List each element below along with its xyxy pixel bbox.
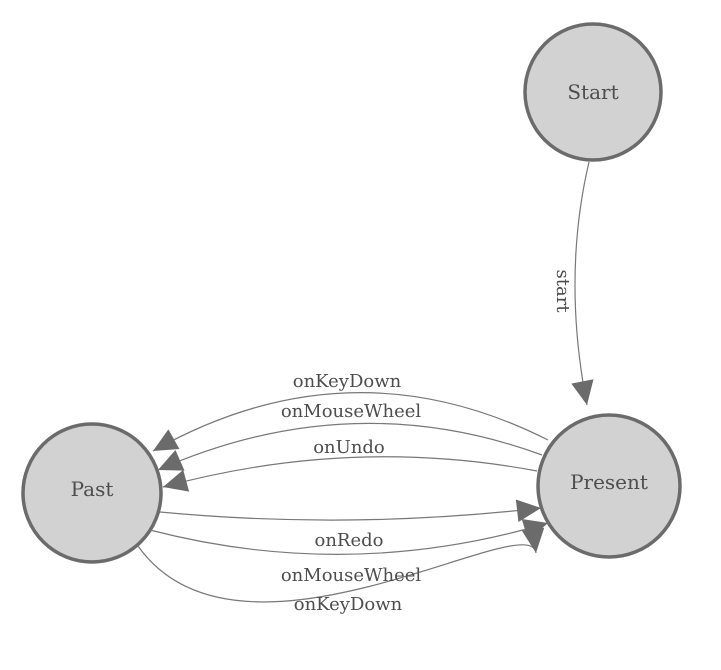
node-start-label: Start	[567, 80, 618, 104]
edge-past-to-present-onmousewheel	[149, 519, 549, 555]
edge-labels: start onKeyDown onMouseWheel onUndo onRe…	[281, 269, 573, 615]
edge-start-to-present	[571, 161, 594, 406]
edge-label-onredo: onRedo	[315, 530, 384, 551]
edge-present-to-past-onmousewheel	[157, 422, 543, 471]
node-past-label: Past	[71, 477, 114, 501]
node-past-circle	[21, 422, 163, 564]
node-labels: Start Past Present	[71, 80, 648, 501]
node-present-circle	[536, 413, 682, 559]
edge-present-to-past-onkeydown	[152, 392, 549, 452]
edge-label-onkeydown-top: onKeyDown	[293, 371, 402, 392]
node-past	[21, 422, 163, 564]
edge-label-start: start	[552, 269, 573, 313]
node-start	[523, 22, 663, 162]
node-present-label: Present	[570, 470, 648, 494]
edge-past-to-present-onredo	[159, 499, 542, 522]
edge-present-to-past-onundo	[162, 456, 538, 492]
edges	[137, 161, 594, 603]
node-present	[536, 413, 682, 559]
edge-label-onmousewheel-top: onMouseWheel	[281, 401, 422, 422]
node-start-circle	[523, 22, 663, 162]
edge-past-to-present-onkeydown	[137, 527, 545, 603]
edge-label-onkeydown-bottom: onKeyDown	[294, 594, 403, 615]
edge-label-onmousewheel-bottom: onMouseWheel	[281, 565, 422, 586]
edge-label-onundo: onUndo	[313, 437, 385, 458]
